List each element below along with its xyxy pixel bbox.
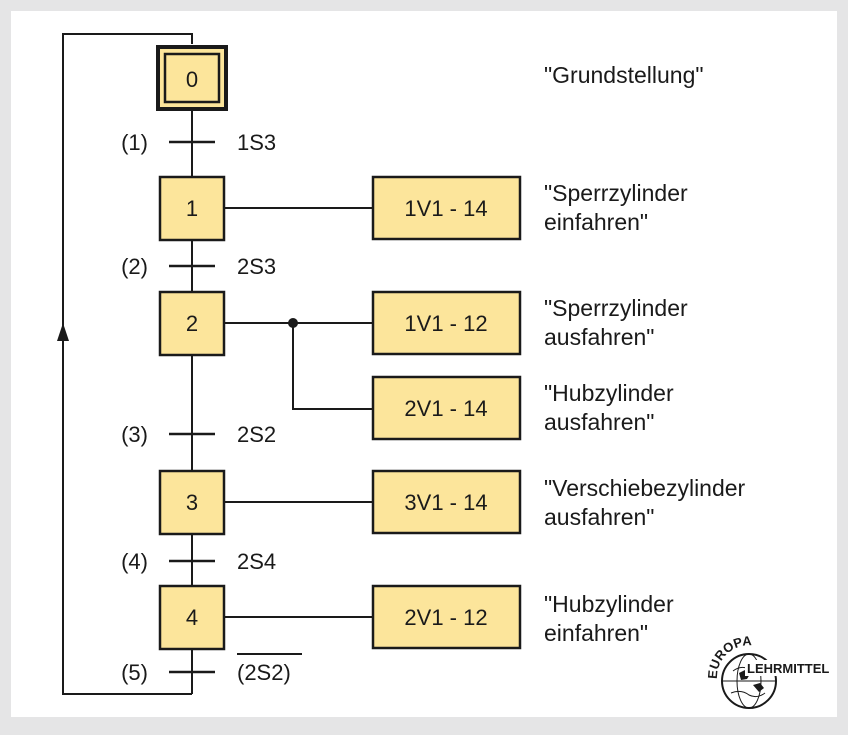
step-3: 3 [158, 469, 226, 536]
step-4: 4 [158, 584, 226, 651]
action-2a: 1V1 - 12 [371, 290, 522, 356]
transition-3-condition: 2S2 [237, 422, 276, 447]
transition-5: (5) (2S2) [121, 653, 302, 685]
step-2: 2 [158, 290, 226, 357]
transition-1-condition: 1S3 [237, 130, 276, 155]
transition-3-number: (3) [121, 422, 148, 447]
return-loop-line [62, 33, 193, 695]
action-2a-label: 1V1 - 12 [404, 311, 487, 336]
step-0-label: 0 [186, 67, 198, 92]
comment-step-1-line2: einfahren" [544, 209, 648, 235]
comment-step-0: "Grundstellung" [544, 62, 704, 88]
comment-step-4-line2: einfahren" [544, 620, 648, 646]
step-3-label: 3 [186, 490, 198, 515]
transition-2-condition: 2S3 [237, 254, 276, 279]
comment-step-1-line1: "Sperrzylinder [544, 180, 688, 206]
transition-4-condition: 2S4 [237, 549, 276, 574]
transition-1: (1) 1S3 [121, 130, 276, 155]
action-3-label: 3V1 - 14 [404, 490, 487, 515]
transition-4-number: (4) [121, 549, 148, 574]
europa-lehrmittel-logo: EUROPA LEHRMITTEL [705, 633, 829, 709]
step-2-label: 2 [186, 311, 198, 336]
step-4-label: 4 [186, 605, 198, 630]
comment-step-2b-line1: "Hubzylinder [544, 380, 674, 406]
action-4-label: 2V1 - 12 [404, 605, 487, 630]
action-1-label: 1V1 - 14 [404, 196, 487, 221]
action-3: 3V1 - 14 [371, 469, 522, 535]
step-1-label: 1 [186, 196, 198, 221]
comment-step-2a-line2: ausfahren" [544, 324, 654, 350]
comment-step-2b-line2: ausfahren" [544, 409, 654, 435]
logo-bottom-text: LEHRMITTEL [747, 661, 829, 676]
step-1: 1 [158, 175, 226, 242]
connector-step-2-branch [292, 323, 373, 410]
comment-step-3-line1: "Verschiebezylinder [544, 475, 746, 501]
action-2b-label: 2V1 - 14 [404, 396, 487, 421]
transition-1-number: (1) [121, 130, 148, 155]
comment-step-3-line2: ausfahren" [544, 504, 654, 530]
transition-5-number: (5) [121, 660, 148, 685]
transition-5-condition: (2S2) [237, 660, 291, 685]
action-2b: 2V1 - 14 [371, 375, 522, 441]
step-0: 0 [156, 45, 228, 111]
transition-2: (2) 2S3 [121, 254, 276, 279]
transition-2-number: (2) [121, 254, 148, 279]
action-1: 1V1 - 14 [371, 175, 522, 241]
comment-step-2a-line1: "Sperrzylinder [544, 295, 688, 321]
comment-step-4-line1: "Hubzylinder [544, 591, 674, 617]
transition-3: (3) 2S2 [121, 422, 276, 447]
up-arrow-icon [57, 323, 69, 341]
grafcet-diagram: 0 1 2 3 4 (1) 1S3 (2) 2S3 (3) 2S2 (4) 2S… [11, 11, 837, 717]
transition-4: (4) 2S4 [121, 549, 276, 574]
action-4: 2V1 - 12 [371, 584, 522, 650]
